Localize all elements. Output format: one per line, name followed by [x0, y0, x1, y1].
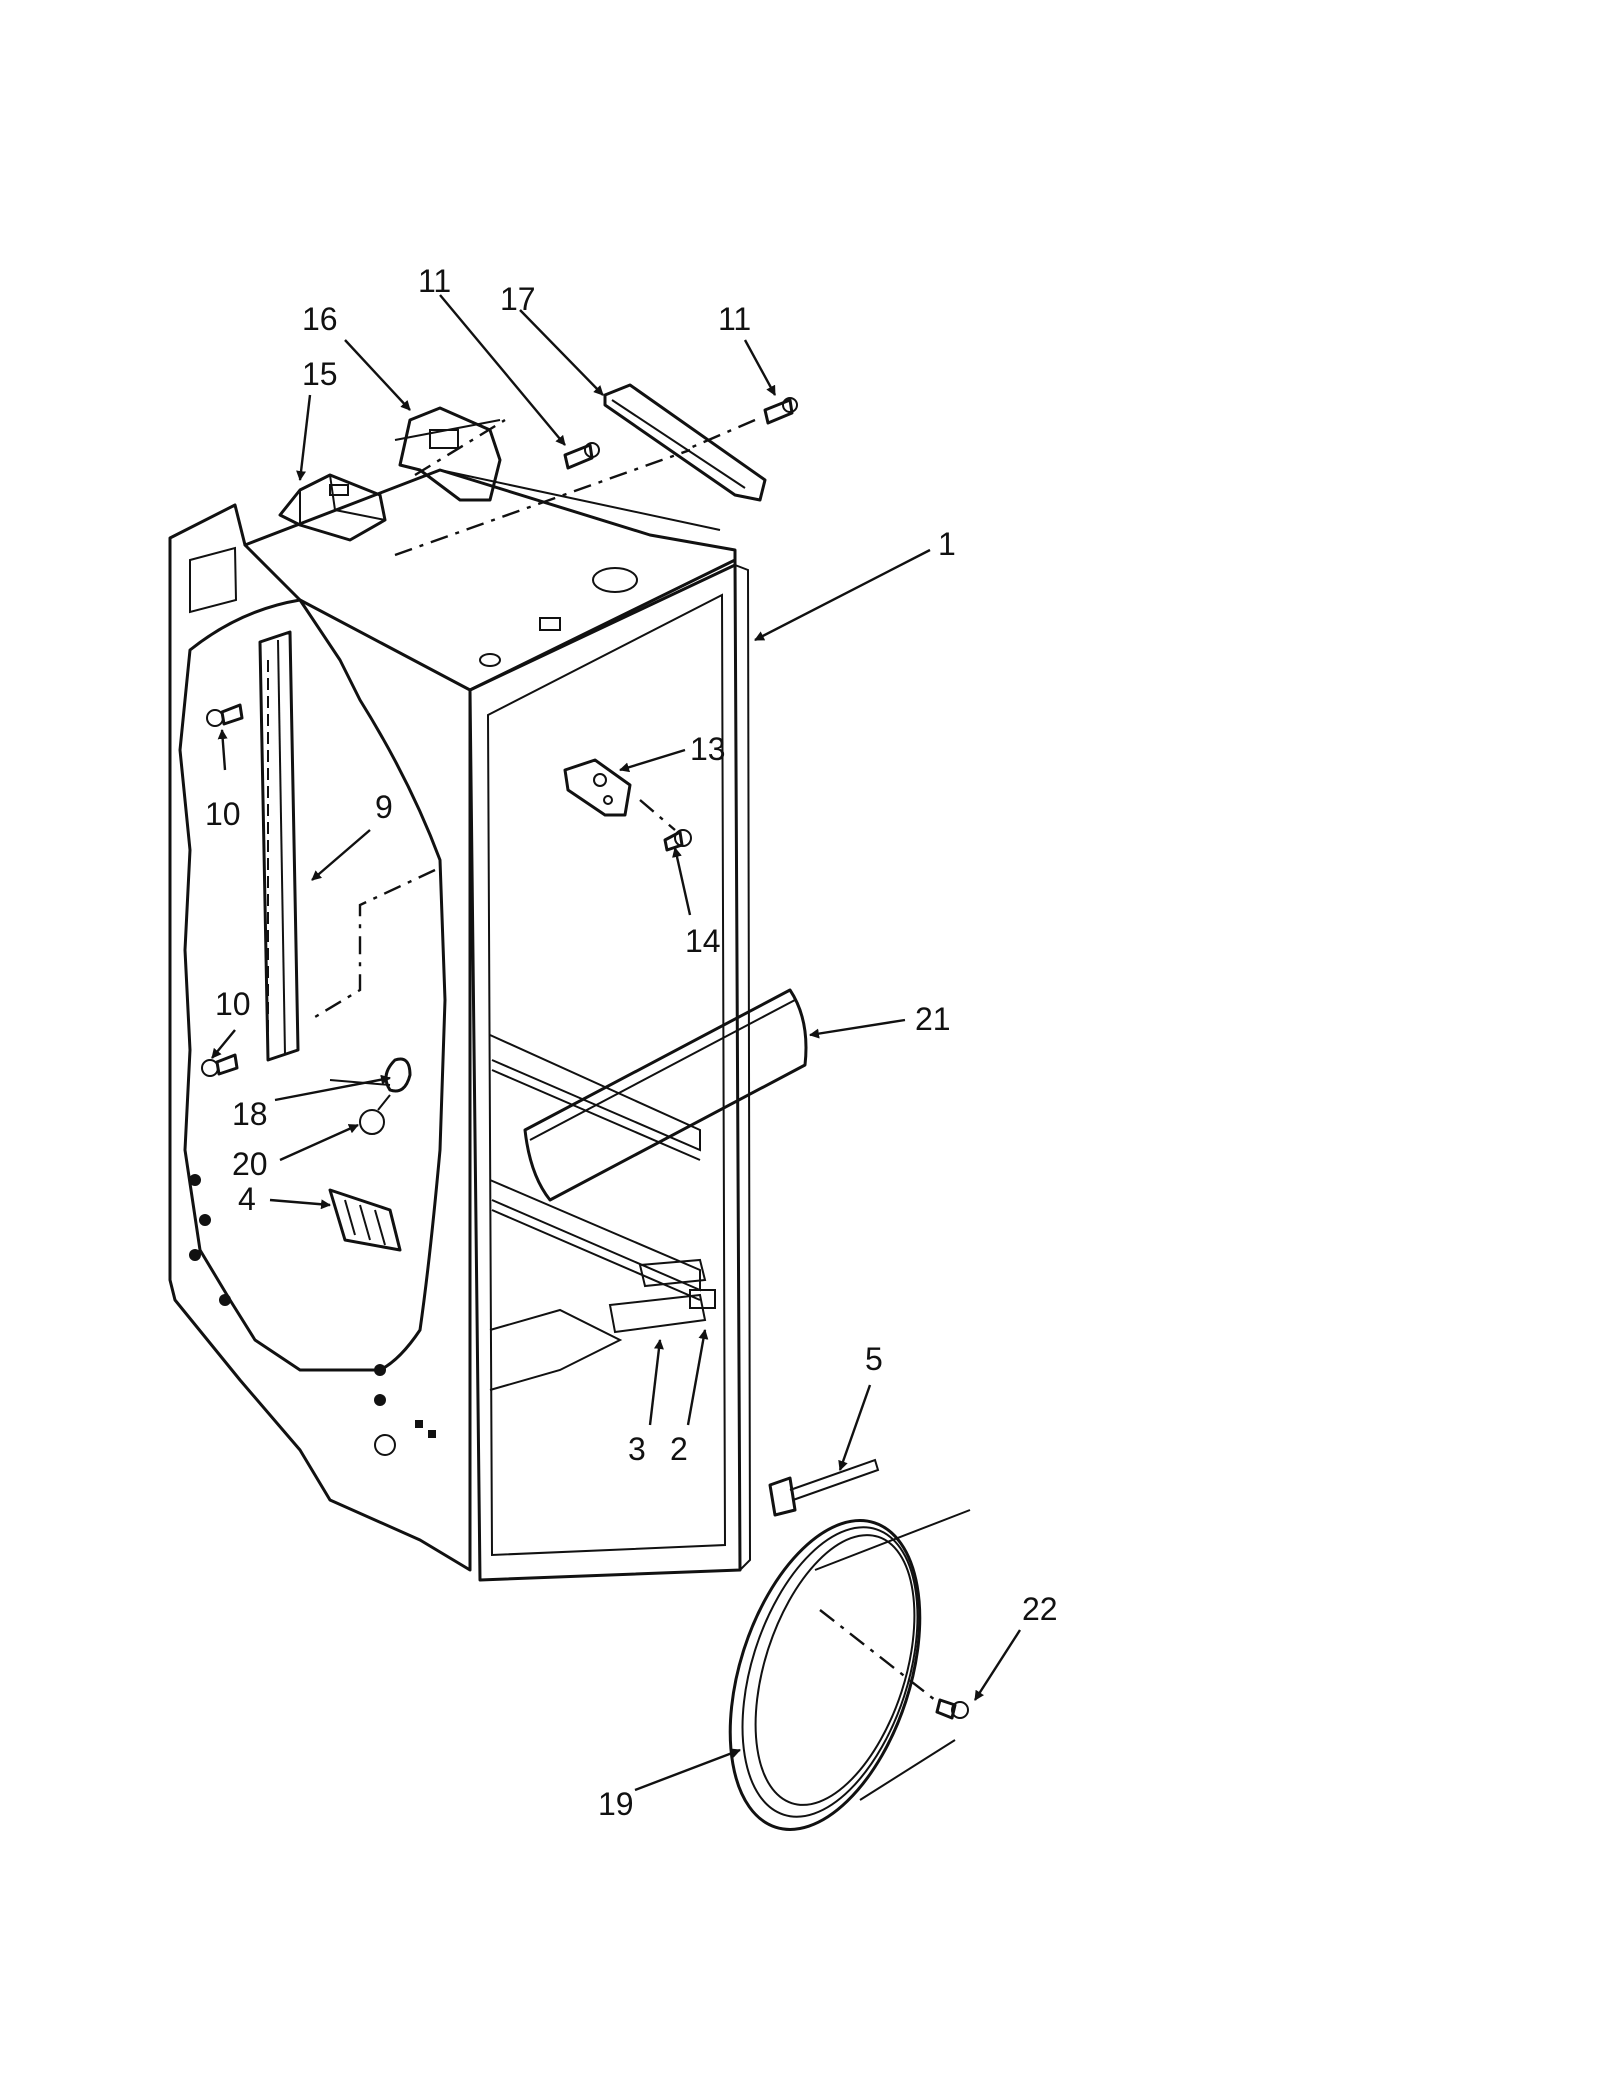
callout-labels: 1 2 3 4 5 9 10 10 11 11 13 14 15 16 17 1…	[205, 263, 1058, 1822]
callout-3: 3	[628, 1431, 646, 1467]
data-plate	[608, 1293, 707, 1334]
screw-icon	[663, 829, 692, 852]
callout-20: 20	[232, 1146, 268, 1182]
screw-icon	[935, 1698, 969, 1720]
screw-icon	[206, 703, 244, 727]
top-rail	[603, 383, 767, 502]
assembly-lines	[309, 418, 936, 1701]
callout-14: 14	[685, 923, 721, 959]
vent-grille	[328, 1188, 402, 1252]
callout-9: 9	[375, 789, 393, 825]
callout-5: 5	[865, 1341, 883, 1377]
callout-11-right: 11	[718, 301, 751, 337]
tubing-coil	[728, 1509, 971, 1831]
callout-2: 2	[670, 1431, 688, 1467]
callout-10-upper: 10	[205, 796, 241, 832]
screw-icon	[763, 397, 798, 425]
callout-22: 22	[1022, 1591, 1058, 1627]
callout-10-lower: 10	[215, 986, 251, 1022]
callout-1: 1	[938, 526, 956, 562]
callout-21: 21	[915, 1001, 951, 1037]
bracket	[563, 758, 632, 817]
callout-18: 18	[232, 1096, 268, 1132]
wire-tie	[768, 1458, 880, 1517]
cabinet-liner	[168, 468, 752, 1582]
callout-19: 19	[598, 1786, 634, 1822]
callout-13: 13	[690, 731, 726, 767]
mounting-bracket	[394, 406, 502, 502]
light-bulb-icon	[359, 1094, 391, 1135]
callout-15: 15	[302, 356, 338, 392]
screw-icon	[201, 1053, 239, 1077]
shelf-ladder	[258, 630, 300, 1062]
callout-4: 4	[238, 1181, 256, 1217]
callout-17: 17	[500, 281, 536, 317]
callout-11-left: 11	[418, 263, 451, 299]
screw-icon	[563, 442, 600, 470]
leader-lines	[211, 294, 1022, 1792]
callout-16: 16	[302, 301, 338, 337]
control-housing	[278, 473, 387, 542]
crisper-cover	[523, 988, 808, 1202]
label	[638, 1258, 716, 1309]
